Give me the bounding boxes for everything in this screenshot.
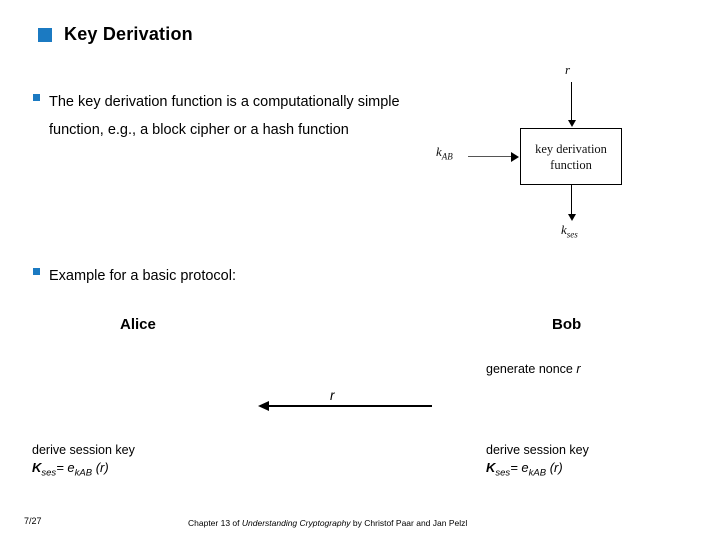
party-label-bob: Bob — [552, 316, 582, 333]
kdf-arrow-left-head-icon — [511, 151, 519, 162]
bob-session-key-formula: Kses= ekAB (r) — [486, 460, 563, 479]
kdf-arrow-left-line — [468, 156, 512, 157]
bob-derive-step: derive session key Kses= ekAB (r) — [486, 441, 589, 483]
square-bullet-icon — [33, 94, 40, 101]
kdf-box-line-2: function — [550, 157, 592, 172]
alice-session-key-formula: Kses= ekAB (r) — [32, 460, 109, 479]
message-arrow-line — [268, 405, 432, 408]
kdf-box: key derivation function — [520, 128, 622, 185]
footer-page-number: 7/27 — [24, 516, 42, 526]
bullet-item-2-text: Example for a basic protocol: — [49, 268, 236, 284]
key-derivation-function-diagram: r kAB key derivation function kses — [420, 62, 670, 262]
kdf-output-kses-label: kses — [561, 222, 578, 240]
page-title: Key Derivation — [38, 24, 193, 45]
message-arrow-left-head-icon — [258, 401, 269, 411]
kdf-arrow-bottom-head-icon — [567, 214, 576, 221]
title-bullet-square-icon — [38, 27, 52, 42]
kdf-arrow-bottom-line — [571, 185, 573, 216]
footer-attribution: Chapter 13 of Understanding Cryptography… — [188, 518, 468, 528]
bullet-item-1: The key derivation function is a computa… — [33, 88, 453, 144]
alice-derive-step: derive session key Kses= ekAB (r) — [32, 441, 135, 483]
bob-generate-nonce-note: generate nonce r — [486, 362, 581, 376]
kdf-box-line-1: key derivation — [535, 141, 607, 156]
message-label-r: r — [330, 388, 335, 403]
bullet-item-1-text: The key derivation function is a computa… — [49, 94, 400, 138]
alice-derive-step-line-1: derive session key — [32, 443, 135, 457]
bob-derive-step-line-1: derive session key — [486, 443, 589, 457]
kdf-arrow-top-head-icon — [567, 120, 576, 127]
square-bullet-icon — [33, 268, 40, 275]
kdf-input-r-label: r — [565, 62, 571, 77]
bullet-item-2: Example for a basic protocol: — [33, 262, 453, 290]
kdf-input-kab-label: kAB — [436, 144, 453, 162]
party-label-alice: Alice — [120, 316, 156, 333]
page-title-text: Key Derivation — [64, 24, 193, 44]
kdf-arrow-top-line — [571, 82, 573, 122]
